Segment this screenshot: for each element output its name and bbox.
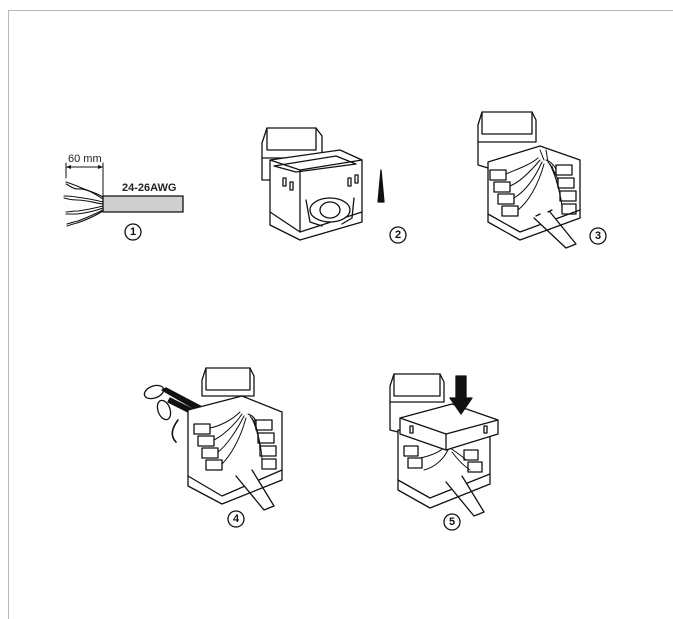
step-5-press-cap: 5: [390, 374, 498, 530]
step-4-trim-wires: 4: [143, 368, 282, 527]
cable-jacket: [103, 196, 183, 212]
step-1-number: 1: [130, 226, 136, 238]
step-1-stripped-cable: 60 mm 24-26AWG 1: [64, 153, 183, 240]
step-5-number: 5: [449, 516, 455, 528]
step-3-number: 3: [595, 230, 601, 242]
gauge-label: 24-26AWG: [122, 182, 176, 194]
strip-length-label: 60 mm: [68, 153, 102, 165]
twisted-wire-pairs: [64, 182, 103, 226]
step-4-number: 4: [233, 513, 240, 525]
step-3-wires-in-slots: 3: [478, 112, 606, 248]
step-2-number: 2: [395, 229, 401, 241]
step-2-keystone-module: 2: [262, 128, 406, 243]
